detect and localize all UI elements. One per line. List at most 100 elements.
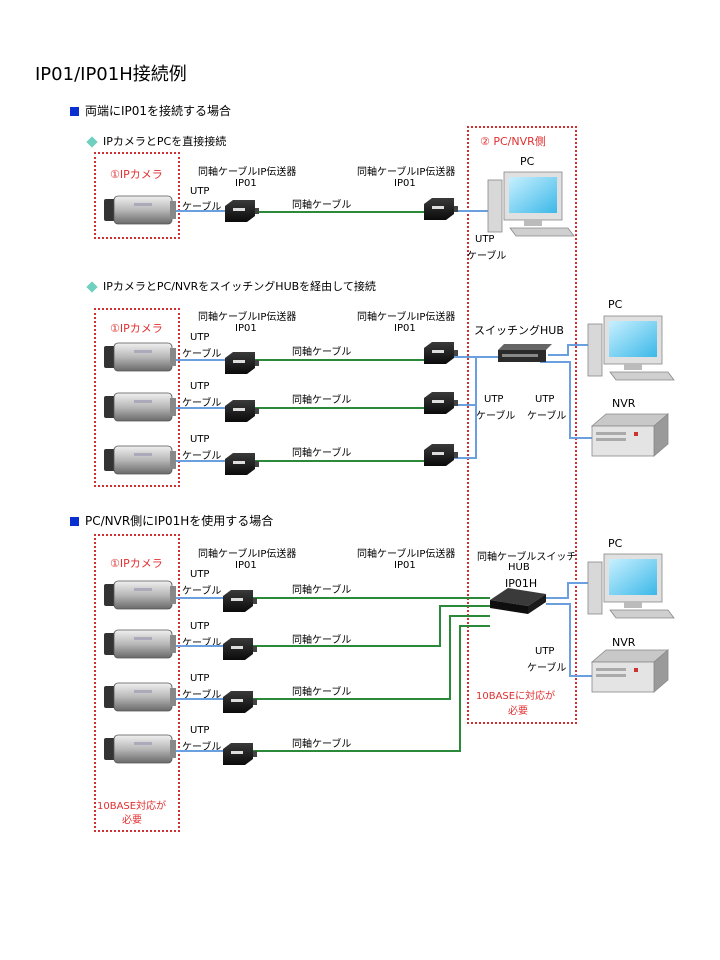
cable-label: ケーブル (182, 638, 222, 649)
utp-label: UTP (190, 673, 210, 684)
ip01-transmitter-icon (225, 453, 259, 475)
cable-label: ケーブル (182, 451, 222, 462)
ip01-label: IP01 (235, 178, 257, 189)
cable-label: ケーブル (476, 411, 516, 422)
ip01-transmitter-icon (223, 638, 257, 660)
coax-switch-hub-label: 同軸ケーブルスイッチ (477, 552, 577, 563)
ip01-transmitter-icon (424, 342, 458, 364)
utp-label: UTP (535, 646, 555, 657)
cable-label: ケーブル (182, 349, 222, 360)
utp-label: UTP (535, 394, 555, 405)
pc-icon (587, 315, 675, 381)
pc-label: PC (608, 537, 623, 550)
coax-label: 同軸ケーブル (292, 200, 352, 211)
camera-label-3: ①IPカメラ (110, 557, 163, 570)
ip01-transmitter-icon (223, 590, 257, 612)
nvr-label: NVR (612, 636, 636, 649)
coax-label: 同軸ケーブル (292, 347, 352, 358)
ip-camera-icon (103, 734, 177, 764)
ip-camera-icon (103, 682, 177, 712)
subsection-via-hub: IPカメラとPC/NVRをスイッチングHUBを経由して接続 (86, 278, 376, 294)
cable-label: ケーブル (182, 586, 222, 597)
cable-label: ケーブル (467, 251, 507, 262)
coax-label: 同軸ケーブル (292, 739, 352, 750)
pc-nvr-side-label: ② PC/NVR側 (480, 135, 546, 148)
coax-label: 同軸ケーブル (292, 635, 352, 646)
ip01-transmitter-icon (223, 743, 257, 765)
cable-label: ケーブル (182, 690, 222, 701)
ip-camera-icon (103, 392, 177, 422)
transmitter-label: 同軸ケーブルIP伝送器 (357, 167, 456, 178)
coax-label: 同軸ケーブル (292, 448, 352, 459)
camera-label-1: ①IPカメラ (110, 168, 163, 181)
nvr-label: NVR (612, 397, 636, 410)
utp-label: UTP (484, 394, 504, 405)
camera-box-3 (94, 534, 180, 832)
page-title: IP01/IP01H接続例 (35, 64, 187, 85)
camera-label-2: ①IPカメラ (110, 322, 163, 335)
coax-wires (253, 211, 490, 752)
square-bullet-icon (70, 107, 79, 116)
utp-label: UTP (190, 434, 210, 445)
transmitter-label: 同軸ケーブルIP伝送器 (198, 549, 297, 560)
ip01-label: IP01 (235, 323, 257, 334)
tenbase-left-line1: 10BASE対応が (97, 801, 167, 812)
utp-label: UTP (190, 725, 210, 736)
coax-label: 同軸ケーブル (292, 585, 352, 596)
ip01-transmitter-icon (223, 691, 257, 713)
section-ip01h: PC/NVR側にIP01Hを使用する場合 (70, 512, 273, 529)
cable-label: ケーブル (527, 663, 567, 674)
nvr-icon (591, 413, 669, 457)
ip01-transmitter-icon (424, 198, 458, 220)
ip-camera-icon (103, 629, 177, 659)
cable-label: ケーブル (182, 398, 222, 409)
transmitter-label: 同軸ケーブルIP伝送器 (357, 312, 456, 323)
camera-box-2 (94, 308, 180, 487)
ip01-transmitter-icon (225, 352, 259, 374)
utp-label: UTP (190, 186, 210, 197)
coax-label: 同軸ケーブル (292, 687, 352, 698)
switching-hub-label: スイッチングHUB (474, 324, 564, 337)
utp-label: UTP (190, 332, 210, 343)
ip01-label: IP01 (235, 560, 257, 571)
tenbase-left-line2: 必要 (122, 815, 142, 826)
utp-label: UTP (190, 569, 210, 580)
utp-label: UTP (190, 381, 210, 392)
pc-label: PC (608, 298, 623, 311)
pc-label: PC (520, 155, 535, 168)
ip01-transmitter-icon (424, 444, 458, 466)
ip-camera-icon (103, 342, 177, 372)
pc-nvr-side-box (467, 126, 577, 724)
switching-hub-icon (498, 344, 552, 362)
ip01-label: IP01 (394, 323, 416, 334)
ip01h-label: IP01H (505, 577, 538, 590)
coax-switch-hub-label: HUB (508, 562, 530, 573)
pc-icon (487, 171, 575, 237)
cable-label: ケーブル (182, 202, 222, 213)
tenbase-right-line1: 10BASEに対応が (476, 691, 556, 702)
coax-label: 同軸ケーブル (292, 395, 352, 406)
ip-camera-icon (103, 445, 177, 475)
square-bullet-icon (70, 517, 79, 526)
transmitter-label: 同軸ケーブルIP伝送器 (357, 549, 456, 560)
subsection-direct: IPカメラとPCを直接接続 (86, 133, 226, 149)
ip-camera-icon (103, 580, 177, 610)
ip01-transmitter-icon (225, 400, 259, 422)
ip01h-hub-icon (490, 588, 546, 614)
nvr-icon (591, 649, 669, 693)
ip-camera-icon (103, 195, 177, 225)
utp-label: UTP (190, 621, 210, 632)
section-both-ends: 両端にIP01を接続する場合 (70, 102, 231, 119)
ip01-transmitter-icon (424, 392, 458, 414)
ip01-label: IP01 (394, 560, 416, 571)
tenbase-right-line2: 必要 (508, 706, 528, 717)
transmitter-label: 同軸ケーブルIP伝送器 (198, 167, 297, 178)
ip01-label: IP01 (394, 178, 416, 189)
cable-label: ケーブル (182, 742, 222, 753)
pc-icon (587, 553, 675, 619)
utp-wires (172, 210, 595, 752)
cable-label: ケーブル (527, 411, 567, 422)
transmitter-label: 同軸ケーブルIP伝送器 (198, 312, 297, 323)
